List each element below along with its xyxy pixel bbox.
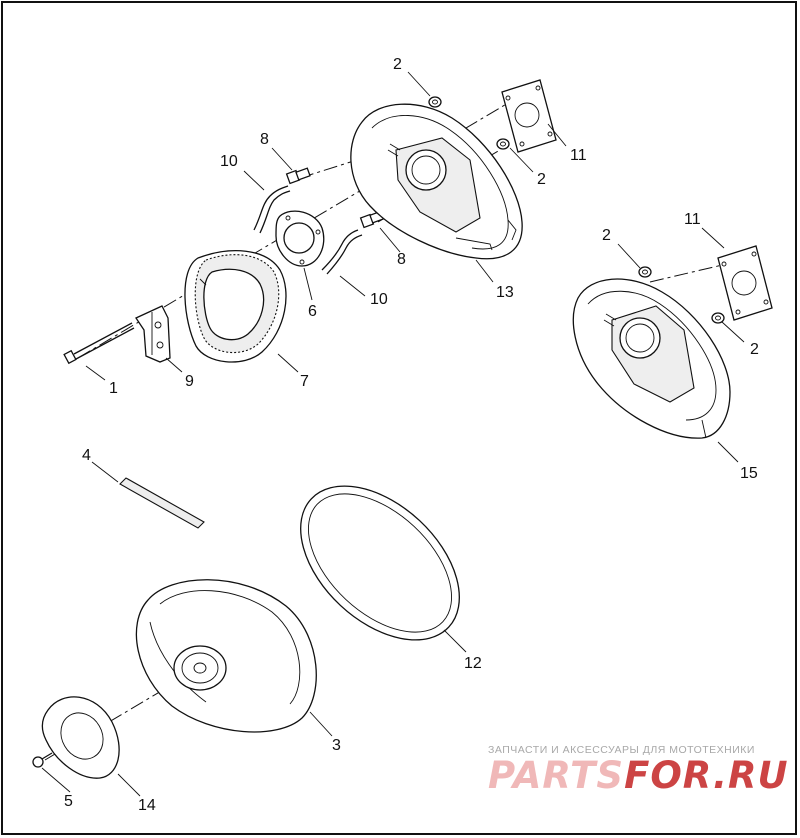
gasket-plate-part-11-right: [717, 245, 773, 321]
gasket-part-6: [275, 210, 325, 267]
label-part-4: [119, 477, 205, 529]
seal-ring-part-12: [300, 485, 460, 641]
breather-bolt-part-8-upper: [285, 167, 311, 185]
screw-part-1: [63, 322, 135, 365]
callout-14: 14: [138, 797, 156, 814]
watermark-tagline: ЗАПЧАСТИ И АКСЕССУАРЫ ДЛЯ МОТОТЕХНИКИ: [488, 744, 755, 756]
watermark-logo-part2: FOR.RU: [624, 754, 789, 797]
callout-6: 6: [308, 303, 317, 320]
callout-7: 7: [300, 373, 309, 390]
callout-15: 15: [740, 465, 758, 482]
callout-2-a: 2: [393, 56, 402, 73]
callout-4: 4: [82, 447, 91, 464]
watermark-logo: PARTSFOR.RU: [488, 754, 789, 797]
backplate-part-13: [350, 103, 523, 260]
air-cleaner-cover-part-3: [135, 579, 317, 733]
washer-part-2-a: [428, 96, 442, 108]
callout-5: 5: [64, 793, 73, 810]
leader-lines: [41, 71, 745, 797]
washer-part-2-c: [638, 266, 652, 278]
hose-part-10-lower: [321, 229, 363, 275]
washer-part-2-b: [496, 138, 510, 150]
callout-11-upper: 11: [570, 147, 587, 164]
callout-8-upper: 8: [260, 131, 269, 148]
hose-part-10-upper: [253, 185, 291, 234]
callout-12: 12: [464, 655, 482, 672]
washer-part-2-d: [711, 312, 725, 324]
callout-9: 9: [185, 373, 194, 390]
gasket-plate-part-11-upper: [501, 79, 557, 153]
bracket-part-9: [135, 305, 171, 363]
callout-3: 3: [332, 737, 341, 754]
callout-10-lower: 10: [370, 291, 388, 308]
callout-2-c: 2: [602, 227, 611, 244]
callout-8-lower: 8: [397, 251, 406, 268]
callout-2-b: 2: [537, 171, 546, 188]
assembly-axis-right: [649, 261, 736, 283]
filter-element-part-7: [184, 250, 287, 363]
callout-10-upper: 10: [220, 153, 238, 170]
watermark-logo-part1: PARTS: [488, 754, 625, 797]
trim-plate-part-14: [41, 696, 120, 779]
backplate-part-15: [572, 278, 731, 439]
callout-13: 13: [496, 284, 514, 301]
callout-11-right: 11: [684, 211, 701, 228]
screw-part-5: [32, 752, 53, 768]
callout-1: 1: [109, 380, 118, 397]
callout-2-d: 2: [750, 341, 759, 358]
